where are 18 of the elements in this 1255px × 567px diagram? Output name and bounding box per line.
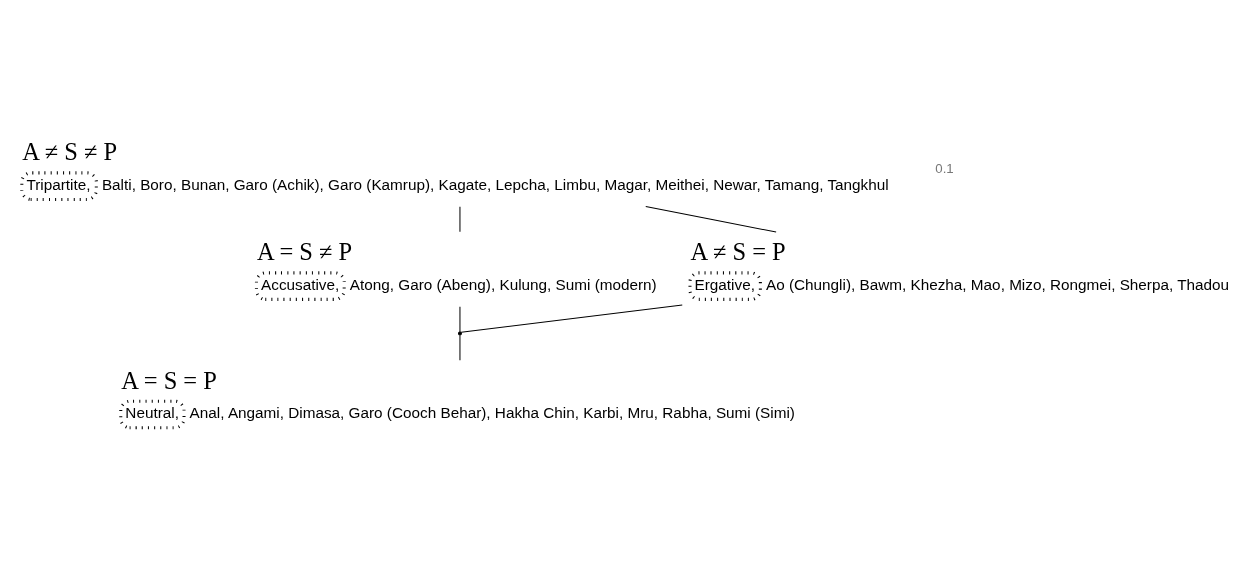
node-box: Neutral, — [119, 399, 186, 430]
connector — [459, 334, 461, 361]
node-label: A ≠ S ≠ P — [22, 138, 118, 166]
node-label: A = S = P — [121, 366, 217, 394]
node-label: Atong, Garo (Abeng), Kulung, Sumi (modern) — [349, 275, 657, 293]
connector — [459, 306, 461, 333]
connector — [645, 206, 777, 233]
node-label: A = S ≠ P — [256, 238, 353, 266]
node-point — [457, 331, 462, 336]
node-label: Ao (Chungli), Bawm, Khezha, Mao, Mizo, Rongmei, Sherpa, Thadou — [765, 275, 1230, 293]
node-box: Tripartite, — [20, 171, 98, 201]
node-label: A ≠ S = P — [690, 238, 786, 266]
node-box: Ergative, — [688, 271, 762, 301]
node-label: Balti, Boro, Bunan, Garo (Achik), Garo (Kamrup), Kagate, Lepcha, Limbu, Magar, Meithei, Newar, Tamang, Tangkhul — [101, 175, 889, 193]
connector — [460, 304, 683, 333]
label: 0.1 — [935, 160, 954, 176]
node-box: Accusative, — [254, 271, 346, 301]
node-label: Anal, Angami, Dimasa, Garo (Cooch Behar), Hakha Chin, Karbi, Mru, Rabha, Sumi (Simi) — [189, 404, 795, 422]
